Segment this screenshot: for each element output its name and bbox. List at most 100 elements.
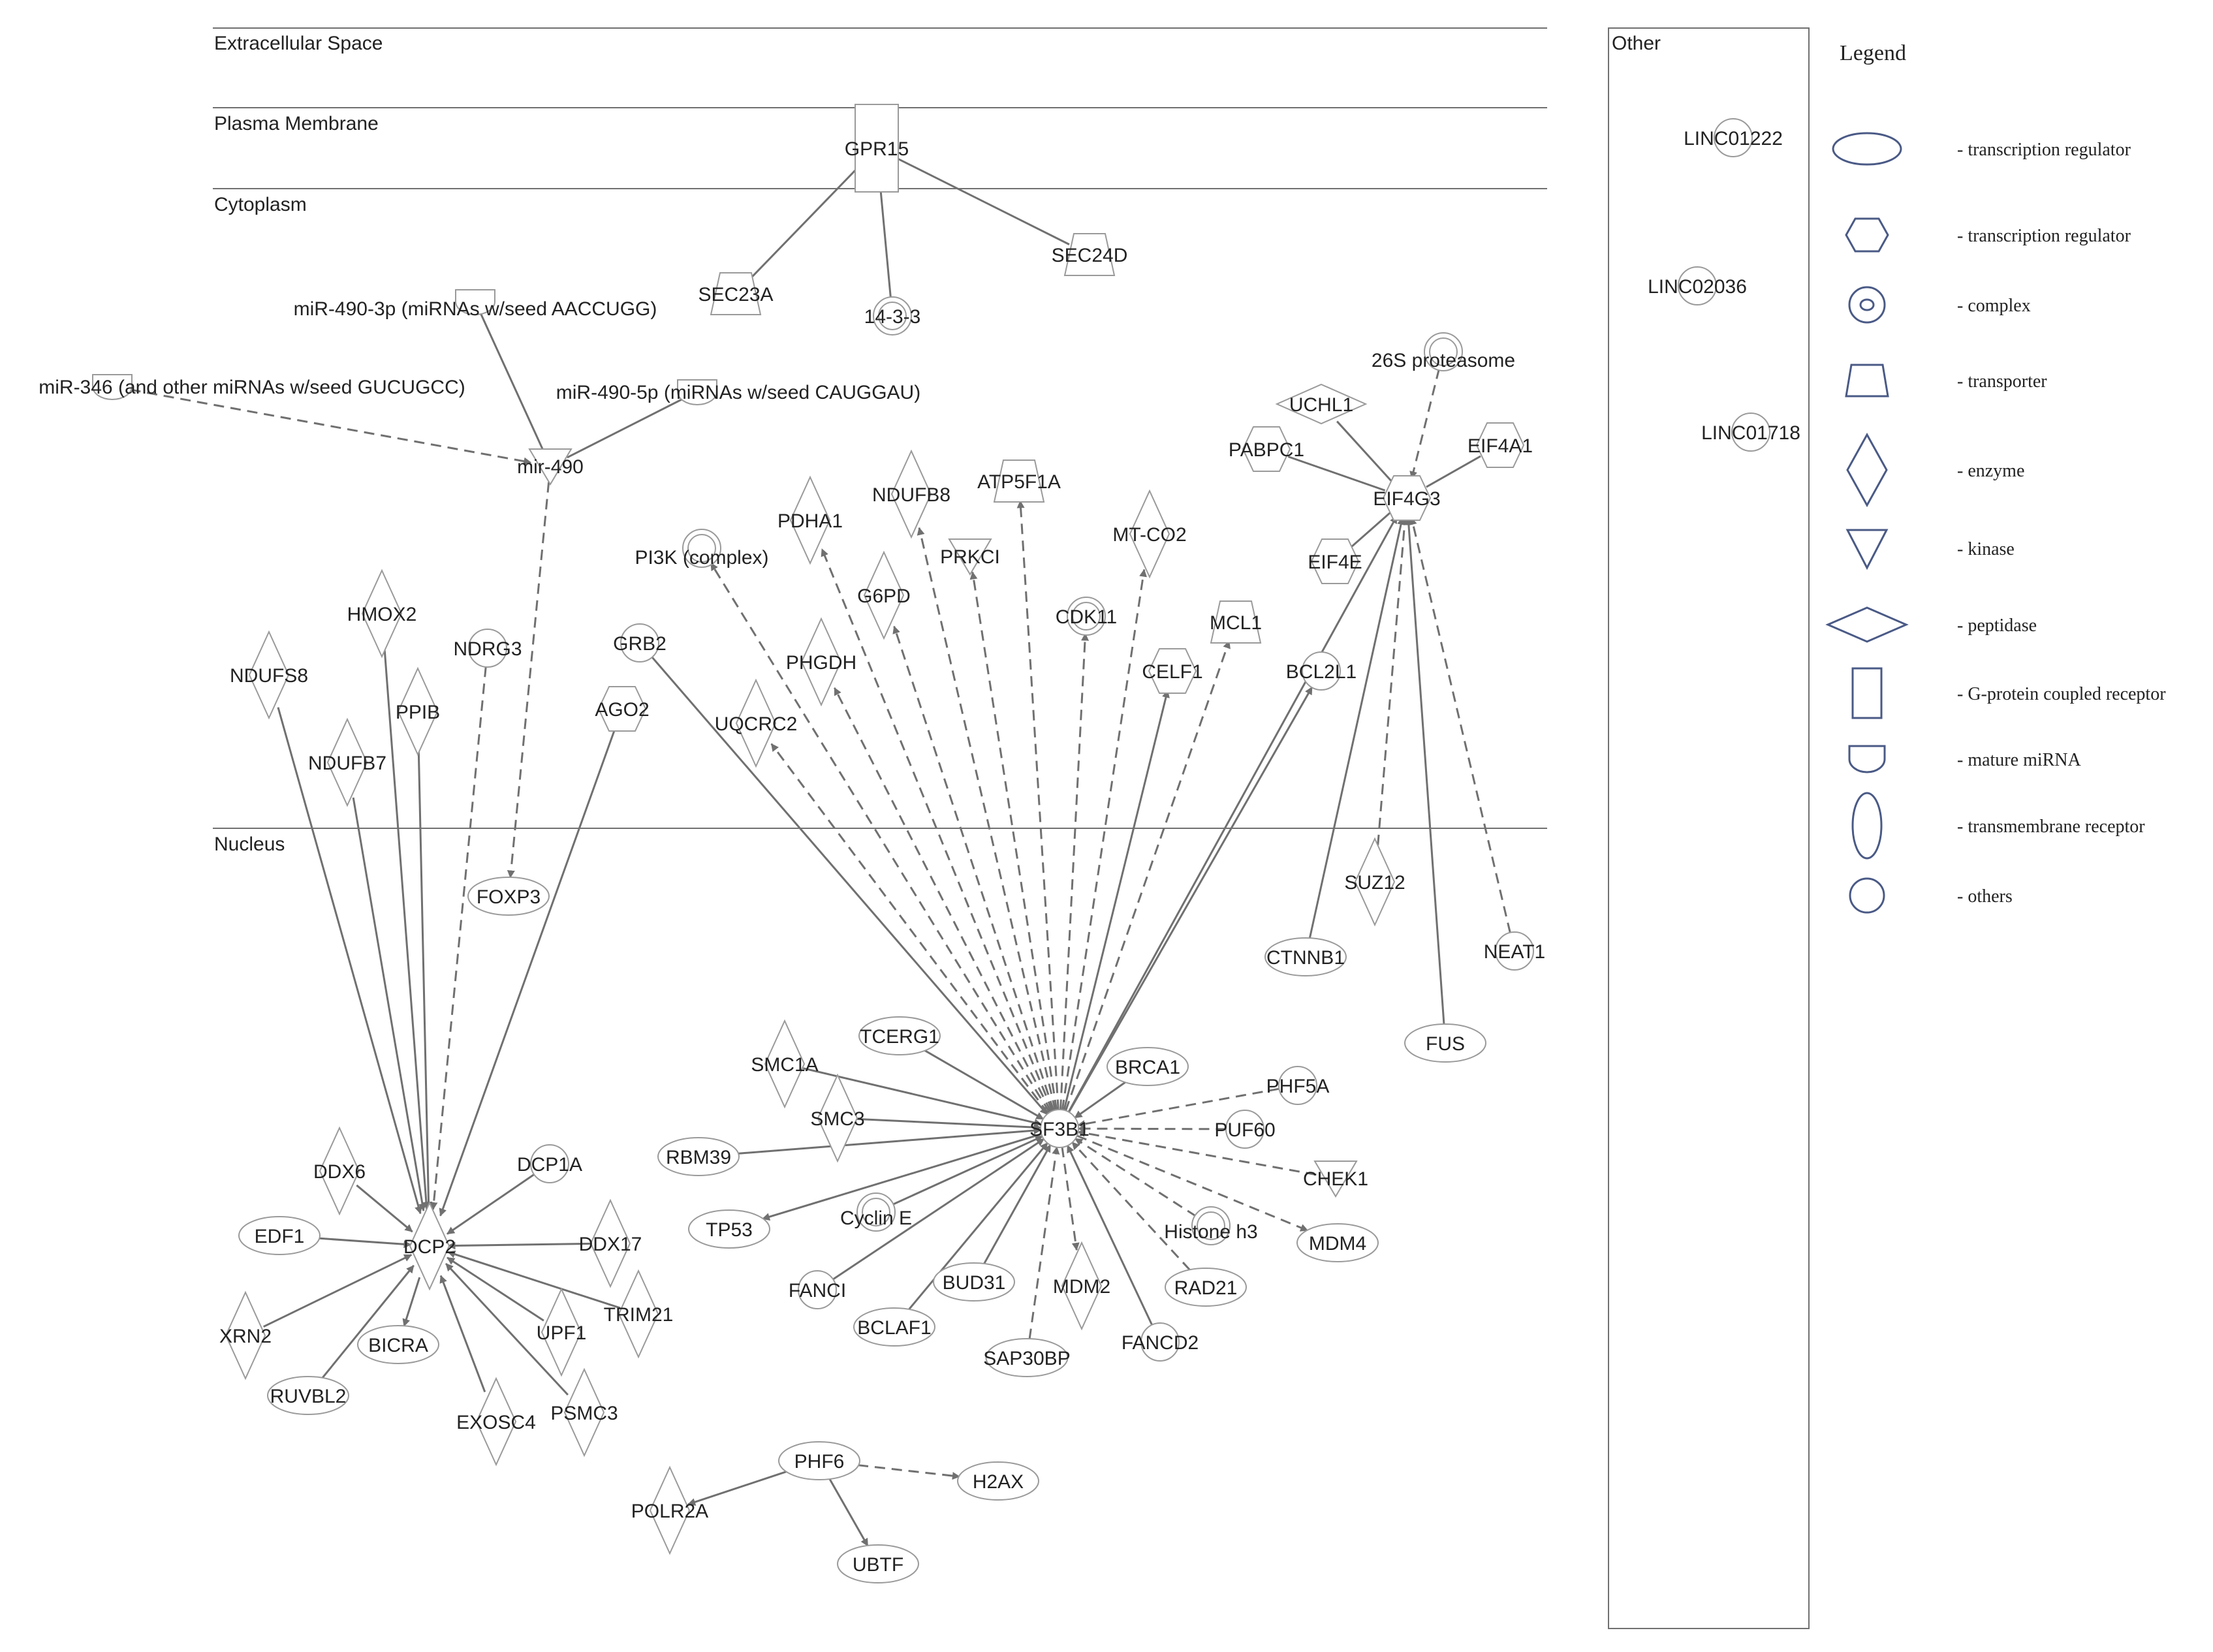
node-prkci[interactable]: PRKCI (940, 538, 1000, 576)
node-cdk11[interactable]: CDK11 (1056, 597, 1117, 636)
node-tcerg1[interactable]: TCERG1 (858, 1016, 941, 1055)
node-neat1[interactable]: NEAT1 (1484, 931, 1545, 971)
node-label: LINC01222 (1684, 128, 1783, 149)
node-sec24d[interactable]: SEC24D (1052, 233, 1128, 276)
node-pdha1[interactable]: PDHA1 (777, 475, 843, 565)
node-g6pd[interactable]: G6PD (857, 550, 911, 640)
edge-BRCA1-to-SF3B1 (1074, 1081, 1127, 1119)
node-brca1[interactable]: BRCA1 (1106, 1047, 1189, 1086)
node-uchl1[interactable]: UCHL1 (1275, 383, 1368, 425)
node-26s[interactable]: 26S proteasome (1372, 332, 1515, 371)
node-tp53[interactable]: TP53 (688, 1209, 770, 1249)
node-ddx6[interactable]: DDX6 (313, 1126, 366, 1216)
node-upf1[interactable]: UPF1 (537, 1287, 587, 1377)
edge-PHF6-to-POLR2A (687, 1471, 787, 1506)
node-mir490-3p[interactable]: miR-490-3p (miRNAs w/seed AACCUGG) (294, 289, 657, 320)
edge-EIF4E-to-EIF4G3 (1350, 511, 1392, 548)
node-fanci[interactable]: FANCI (789, 1270, 846, 1309)
node-suz12[interactable]: SUZ12 (1344, 837, 1405, 927)
node-hmox2[interactable]: HMOX2 (347, 569, 417, 659)
edge-CHEK1-to-SF3B1 (1077, 1129, 1317, 1176)
node-cycline[interactable]: Cyclin E (840, 1192, 912, 1232)
node-eif4a1[interactable]: EIF4A1 (1467, 422, 1533, 468)
node-puf60[interactable]: PUF60 (1214, 1110, 1276, 1149)
node-xrn2[interactable]: XRN2 (219, 1290, 272, 1380)
node-grb2[interactable]: GRB2 (613, 623, 667, 662)
node-mdm2[interactable]: MDM2 (1053, 1241, 1110, 1331)
legend-item-double-circle: - complex (1848, 286, 2031, 324)
node-sec23a[interactable]: SEC23A (698, 272, 774, 315)
node-label: EIF4A1 (1467, 435, 1533, 457)
compartment-other-label: Other (1612, 33, 1661, 54)
node-fus[interactable]: FUS (1404, 1023, 1486, 1063)
node-exosc4[interactable]: EXOSC4 (456, 1377, 536, 1467)
node-sf3b1[interactable]: SF3B1 (1029, 1109, 1090, 1148)
node-dcp2[interactable]: DCP2 (403, 1201, 456, 1291)
node-linc01222[interactable]: LINC01222 (1684, 118, 1783, 157)
node-bclaf1[interactable]: BCLAF1 (853, 1307, 935, 1347)
edge-TRIM21-to-DCP2 (447, 1250, 621, 1309)
node-label: NDUFS8 (230, 665, 308, 687)
node-phf6[interactable]: PHF6 (778, 1441, 860, 1480)
edge-SF3B1-to-MDM2 (1061, 1147, 1080, 1251)
node-smc1a[interactable]: SMC1A (751, 1019, 819, 1109)
node-label: PSMC3 (550, 1403, 618, 1424)
node-mcl1[interactable]: MCL1 (1210, 600, 1262, 644)
node-ctnnb1[interactable]: CTNNB1 (1264, 937, 1347, 976)
node-polr2a[interactable]: POLR2A (631, 1465, 708, 1555)
edge-SF3B1-to-G6PD (892, 625, 1055, 1112)
node-phf5a[interactable]: PHF5A (1266, 1066, 1330, 1105)
node-bicra[interactable]: BICRA (357, 1325, 439, 1364)
node-ndufb7[interactable]: NDUFB7 (308, 717, 386, 807)
node-linc02036[interactable]: LINC02036 (1648, 266, 1747, 305)
node-atp5f1a[interactable]: ATP5F1A (977, 460, 1061, 503)
node-foxp3[interactable]: FOXP3 (467, 877, 550, 916)
node-ubtf[interactable]: UBTF (837, 1544, 919, 1583)
node-ago2[interactable]: AGO2 (595, 686, 650, 732)
node-ndufb8[interactable]: NDUFB8 (872, 449, 950, 539)
node-edf1[interactable]: EDF1 (238, 1216, 321, 1255)
node-label: 14-3-3 (864, 306, 921, 328)
node-ndufs8[interactable]: NDUFS8 (230, 630, 308, 720)
edge-FANCD2-to-SF3B1 (1066, 1144, 1154, 1326)
node-rad21[interactable]: RAD21 (1165, 1268, 1247, 1307)
node-celf1[interactable]: CELF1 (1142, 648, 1203, 694)
node-ndrg3[interactable]: NDRG3 (453, 629, 522, 668)
node-14-3-3[interactable]: 14-3-3 (864, 296, 921, 335)
node-mdm4[interactable]: MDM4 (1296, 1223, 1379, 1262)
node-mir490-5p[interactable]: miR-490-5p (miRNAs w/seed CAUGGAU) (556, 379, 920, 405)
node-uqcrc2[interactable]: UQCRC2 (715, 678, 798, 768)
node-phgdh[interactable]: PHGDH (786, 617, 856, 707)
node-rbm39[interactable]: RBM39 (657, 1137, 740, 1176)
node-histoneh3[interactable]: Histone h3 (1164, 1206, 1258, 1245)
node-label: TRIM21 (604, 1304, 674, 1326)
node-ddx17[interactable]: DDX17 (579, 1198, 642, 1288)
node-smc3[interactable]: SMC3 (810, 1073, 865, 1163)
node-pi3k[interactable]: PI3K (complex) (635, 529, 769, 569)
node-chek1[interactable]: CHEK1 (1303, 1161, 1368, 1198)
legend-item-cup: - mature miRNA (1848, 745, 2082, 773)
node-bcl2l1[interactable]: BCL2L1 (1286, 651, 1357, 691)
node-sap30bp[interactable]: SAP30BP (983, 1338, 1071, 1377)
node-label: CELF1 (1142, 661, 1202, 683)
node-ppib[interactable]: PPIB (396, 666, 440, 756)
node-gpr15[interactable]: GPR15 (845, 104, 909, 193)
node-mir490[interactable]: mir-490 (517, 448, 584, 486)
node-eif4e[interactable]: EIF4E (1308, 538, 1362, 584)
node-label: CHEK1 (1303, 1168, 1368, 1190)
node-mir346[interactable]: miR-346 (and other miRNAs w/seed GUCUGCC… (39, 374, 465, 400)
node-linc01718[interactable]: LINC01718 (1701, 413, 1800, 452)
node-pabpc1[interactable]: PABPC1 (1229, 426, 1304, 472)
node-h2ax[interactable]: H2AX (957, 1461, 1039, 1501)
node-label: EXOSC4 (456, 1412, 536, 1433)
edge-SF3B1-to-MCL1 (1064, 640, 1231, 1112)
node-bud31[interactable]: BUD31 (933, 1262, 1015, 1301)
node-dcp1a[interactable]: DCP1A (517, 1144, 582, 1183)
edge-FANCI-to-SF3B1 (832, 1138, 1045, 1281)
node-trim21[interactable]: TRIM21 (604, 1269, 674, 1359)
node-eif4g3[interactable]: EIF4G3 (1373, 475, 1441, 521)
node-psmc3[interactable]: PSMC3 (550, 1367, 618, 1457)
node-ruvbl2[interactable]: RUVBL2 (267, 1376, 349, 1415)
node-fancd2[interactable]: FANCD2 (1122, 1322, 1199, 1362)
node-mt-co2[interactable]: MT-CO2 (1112, 489, 1187, 579)
